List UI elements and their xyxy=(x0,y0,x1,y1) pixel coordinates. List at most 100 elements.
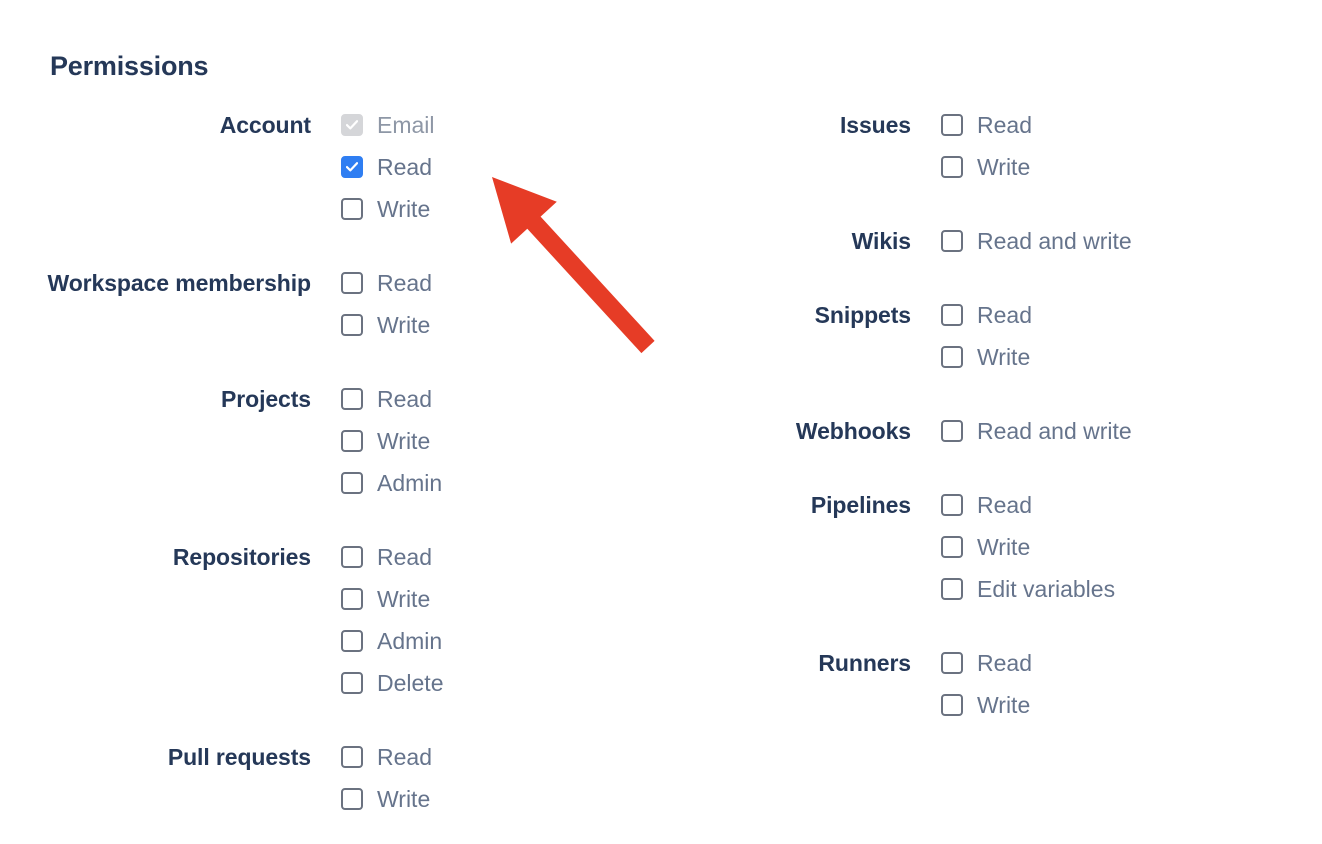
permission-option-label[interactable]: Write xyxy=(377,196,431,222)
permission-option-row: Write xyxy=(341,578,660,620)
check-icon xyxy=(346,120,358,130)
permission-option-label[interactable]: Read and write xyxy=(977,228,1132,254)
permission-option-label[interactable]: Admin xyxy=(377,470,443,496)
permission-option-row: Read xyxy=(341,536,660,578)
checkbox-projects-admin[interactable] xyxy=(341,472,363,494)
permission-option-row: Delete xyxy=(341,662,660,704)
checkbox-pipelines-write[interactable] xyxy=(941,536,963,558)
permission-option-row: Write xyxy=(941,336,1251,378)
permission-group-options: Read and write xyxy=(941,220,1251,262)
checkbox-workspace-membership-read[interactable] xyxy=(341,272,363,294)
permission-group-label: Pipelines xyxy=(810,492,911,518)
checkbox-account-write[interactable] xyxy=(341,198,363,220)
permission-group-webhooks: Webhooks Read and write xyxy=(591,410,1251,452)
checkbox-runners-read[interactable] xyxy=(941,652,963,674)
permission-option-label[interactable]: Read xyxy=(377,270,432,296)
checkbox-workspace-membership-write[interactable] xyxy=(341,314,363,336)
checkbox-pipelines-read[interactable] xyxy=(941,494,963,516)
permission-group-wikis: Wikis Read and write xyxy=(591,220,1251,262)
permission-option-row: Read and write xyxy=(941,220,1251,262)
permission-option-label[interactable]: Write xyxy=(977,534,1031,560)
permission-option-row: Write xyxy=(941,526,1251,568)
permission-option-row: Read xyxy=(341,262,660,304)
permission-option-row: Admin xyxy=(341,462,660,504)
permission-option-label[interactable]: Write xyxy=(977,344,1031,370)
permission-option-label[interactable]: Read xyxy=(977,302,1032,328)
checkbox-runners-write[interactable] xyxy=(941,694,963,716)
checkbox-snippets-write[interactable] xyxy=(941,346,963,368)
checkbox-snippets-read[interactable] xyxy=(941,304,963,326)
checkbox-issues-write[interactable] xyxy=(941,156,963,178)
permission-option-label[interactable]: Write xyxy=(377,312,431,338)
permission-option-label[interactable]: Read xyxy=(977,650,1032,676)
checkbox-repositories-delete[interactable] xyxy=(341,672,363,694)
permission-group-label: Wikis xyxy=(851,228,911,254)
permission-option-row: Read xyxy=(941,642,1251,684)
permission-option-row: Email xyxy=(341,104,660,146)
permission-option-label[interactable]: Delete xyxy=(377,670,444,696)
permission-group-label: Account xyxy=(219,112,311,138)
checkbox-pipelines-edit-variables[interactable] xyxy=(941,578,963,600)
checkbox-pull-requests-read[interactable] xyxy=(341,746,363,768)
permission-option-row: Read xyxy=(941,104,1251,146)
checkbox-webhooks-read-and-write[interactable] xyxy=(941,420,963,442)
permission-group-label: Webhooks xyxy=(795,418,911,444)
permission-option-label[interactable]: Read xyxy=(377,544,432,570)
permission-option-row: Write xyxy=(941,146,1251,188)
permission-option-row: Write xyxy=(341,420,660,462)
permission-option-label[interactable]: Write xyxy=(977,154,1031,180)
permission-group-label: Projects xyxy=(221,386,311,412)
permission-option-row: Read xyxy=(341,378,660,420)
permission-option-label: Email xyxy=(377,112,435,138)
permission-option-label[interactable]: Read xyxy=(977,492,1032,518)
permission-option-label[interactable]: Read xyxy=(377,744,432,770)
permission-option-row: Edit variables xyxy=(941,568,1251,610)
permission-group-label: Issues xyxy=(839,112,911,138)
permission-group-label: Repositories xyxy=(172,544,311,570)
permission-option-label[interactable]: Write xyxy=(977,692,1031,718)
checkbox-account-read[interactable] xyxy=(341,156,363,178)
permission-option-label[interactable]: Write xyxy=(377,428,431,454)
permission-group-label: Snippets xyxy=(814,302,911,328)
permission-option-label[interactable]: Edit variables xyxy=(977,576,1116,602)
checkbox-wikis-read-and-write[interactable] xyxy=(941,230,963,252)
checkbox-repositories-write[interactable] xyxy=(341,588,363,610)
checkbox-repositories-read[interactable] xyxy=(341,546,363,568)
permission-group-label: Workspace membership xyxy=(47,270,312,296)
permission-option-label[interactable]: Write xyxy=(377,786,431,812)
checkbox-projects-read[interactable] xyxy=(341,388,363,410)
permission-option-row: Read xyxy=(341,146,660,188)
permission-option-row: Write xyxy=(941,684,1251,726)
permission-group-options: Read and write xyxy=(941,410,1251,452)
permission-option-row: Write xyxy=(341,778,660,820)
permission-option-label[interactable]: Read xyxy=(977,112,1032,138)
checkbox-repositories-admin[interactable] xyxy=(341,630,363,652)
checkbox-issues-read[interactable] xyxy=(941,114,963,136)
permission-option-label[interactable]: Admin xyxy=(377,628,443,654)
permission-group-label: Pull requests xyxy=(167,744,311,770)
permission-option-row: Read xyxy=(941,294,1251,336)
checkbox-projects-write[interactable] xyxy=(341,430,363,452)
permission-option-row: Read xyxy=(941,484,1251,526)
permission-option-label[interactable]: Write xyxy=(377,586,431,612)
check-icon xyxy=(346,162,358,172)
permission-option-label[interactable]: Read and write xyxy=(977,418,1132,444)
permission-option-label[interactable]: Read xyxy=(377,386,432,412)
permission-option-label[interactable]: Read xyxy=(377,154,432,180)
permission-option-row: Read xyxy=(341,736,660,778)
checkbox-pull-requests-write[interactable] xyxy=(341,788,363,810)
